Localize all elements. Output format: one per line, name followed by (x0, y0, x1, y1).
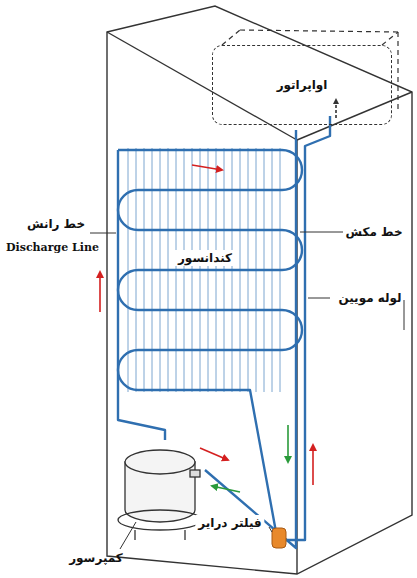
part-label: کندانسور (175, 250, 235, 266)
part-label: فیلتر درایر (195, 515, 264, 531)
part-label: کمپرسور (66, 550, 126, 566)
part-label: خط رانش (24, 216, 88, 232)
evaporator-depth (222, 30, 398, 110)
evaporator-box: اواپراتور (212, 45, 392, 125)
compressor (118, 450, 202, 540)
part-label: خط مکش (342, 224, 405, 240)
part-label: لوله مویین (335, 290, 404, 306)
leader-lines (90, 232, 343, 549)
filter-drier (272, 528, 286, 548)
part-label-english: Discharge Line (3, 240, 102, 255)
node-text: اواپراتور (277, 78, 328, 92)
refrigerant-pipes (118, 116, 330, 548)
flow-arrows (100, 100, 336, 492)
cabinet-outline (107, 6, 412, 574)
